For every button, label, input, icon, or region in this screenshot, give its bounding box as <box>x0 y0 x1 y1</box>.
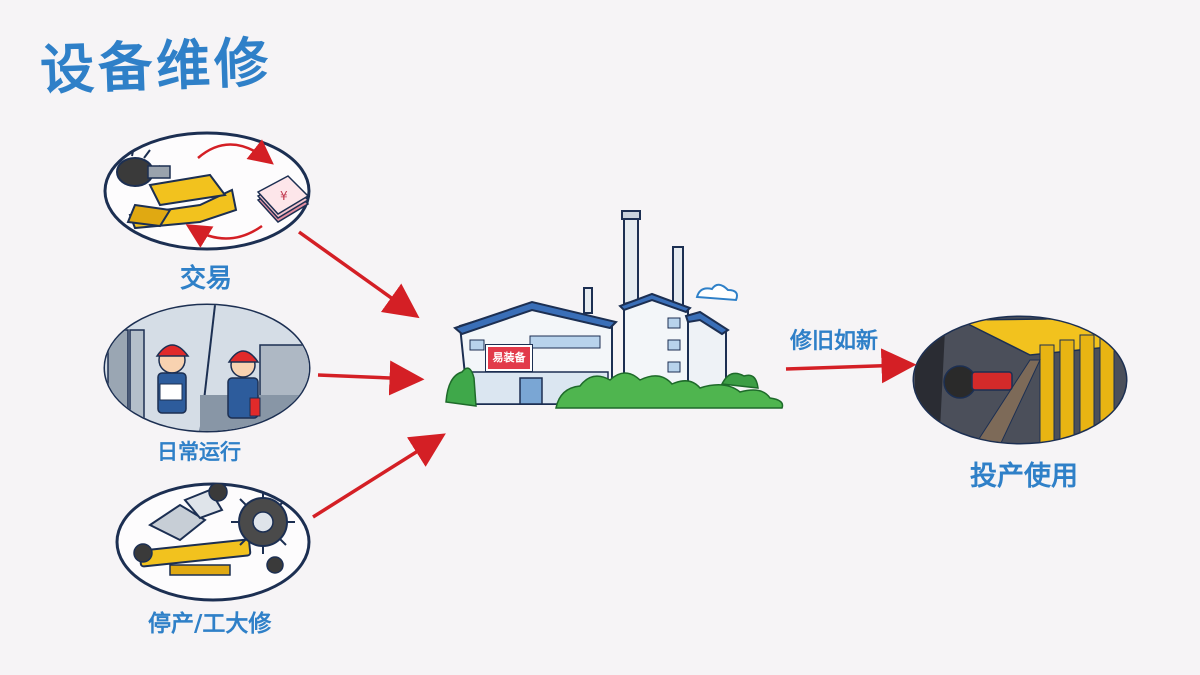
node-label-trade: 交易 <box>180 264 233 294</box>
factory-sign: 易装备 <box>486 345 532 371</box>
edge-label-renew: 修旧如新 <box>790 329 879 354</box>
page-title: 设备维修 <box>39 30 274 103</box>
overhaul-illustration <box>115 482 311 602</box>
in-use-illustration <box>912 315 1128 445</box>
trade-illustration: ¥ <box>103 131 311 251</box>
cycle-arrow-bottom <box>185 224 263 248</box>
cycle-arrow-top <box>197 139 274 165</box>
factory-illustration <box>445 210 784 409</box>
node-label-overhaul: 停产/工大修 <box>148 611 272 637</box>
arrow-daily-to-factory <box>317 360 425 396</box>
node-label-use: 投产使用 <box>970 461 1078 492</box>
node-label-daily: 日常运行 <box>157 440 241 464</box>
money-stack: ¥ <box>256 175 310 223</box>
arrow-factory-to-use <box>785 348 917 384</box>
arrow-overhaul-to-factory <box>312 433 446 519</box>
money-symbol: ¥ <box>280 189 288 203</box>
daily-illustration <box>103 303 311 433</box>
arrow-trade-to-factory <box>297 230 420 319</box>
